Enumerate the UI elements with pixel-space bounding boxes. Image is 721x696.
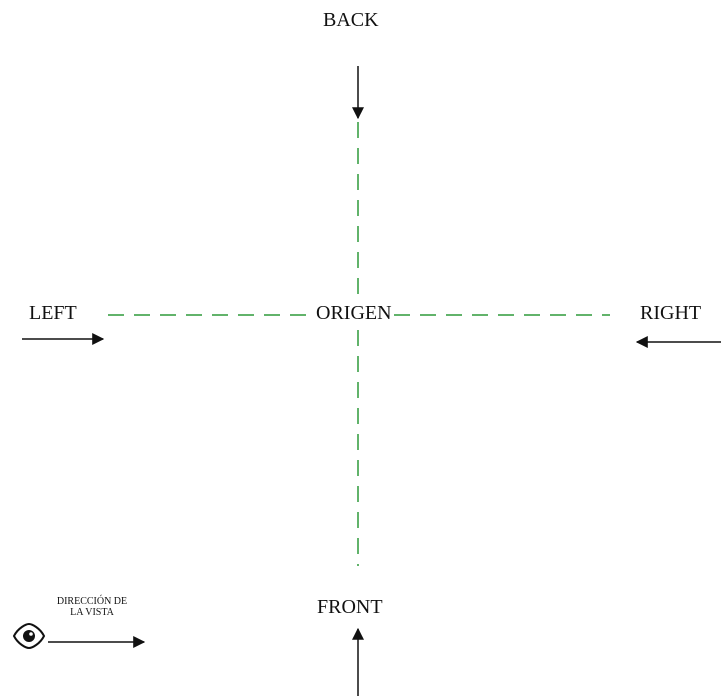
front-label: FRONT <box>317 596 383 618</box>
right-label: RIGHT <box>640 302 702 324</box>
origin-label: ORIGEN <box>315 302 393 324</box>
left-label: LEFT <box>29 302 77 324</box>
back-label: BACK <box>323 9 379 31</box>
view-direction-legend: DIRECCIÓN DE LA VISTA <box>40 596 144 618</box>
eye-icon <box>12 622 46 650</box>
legend-line-1: DIRECCIÓN DE <box>56 596 128 607</box>
legend-line-2: LA VISTA <box>70 607 114 618</box>
